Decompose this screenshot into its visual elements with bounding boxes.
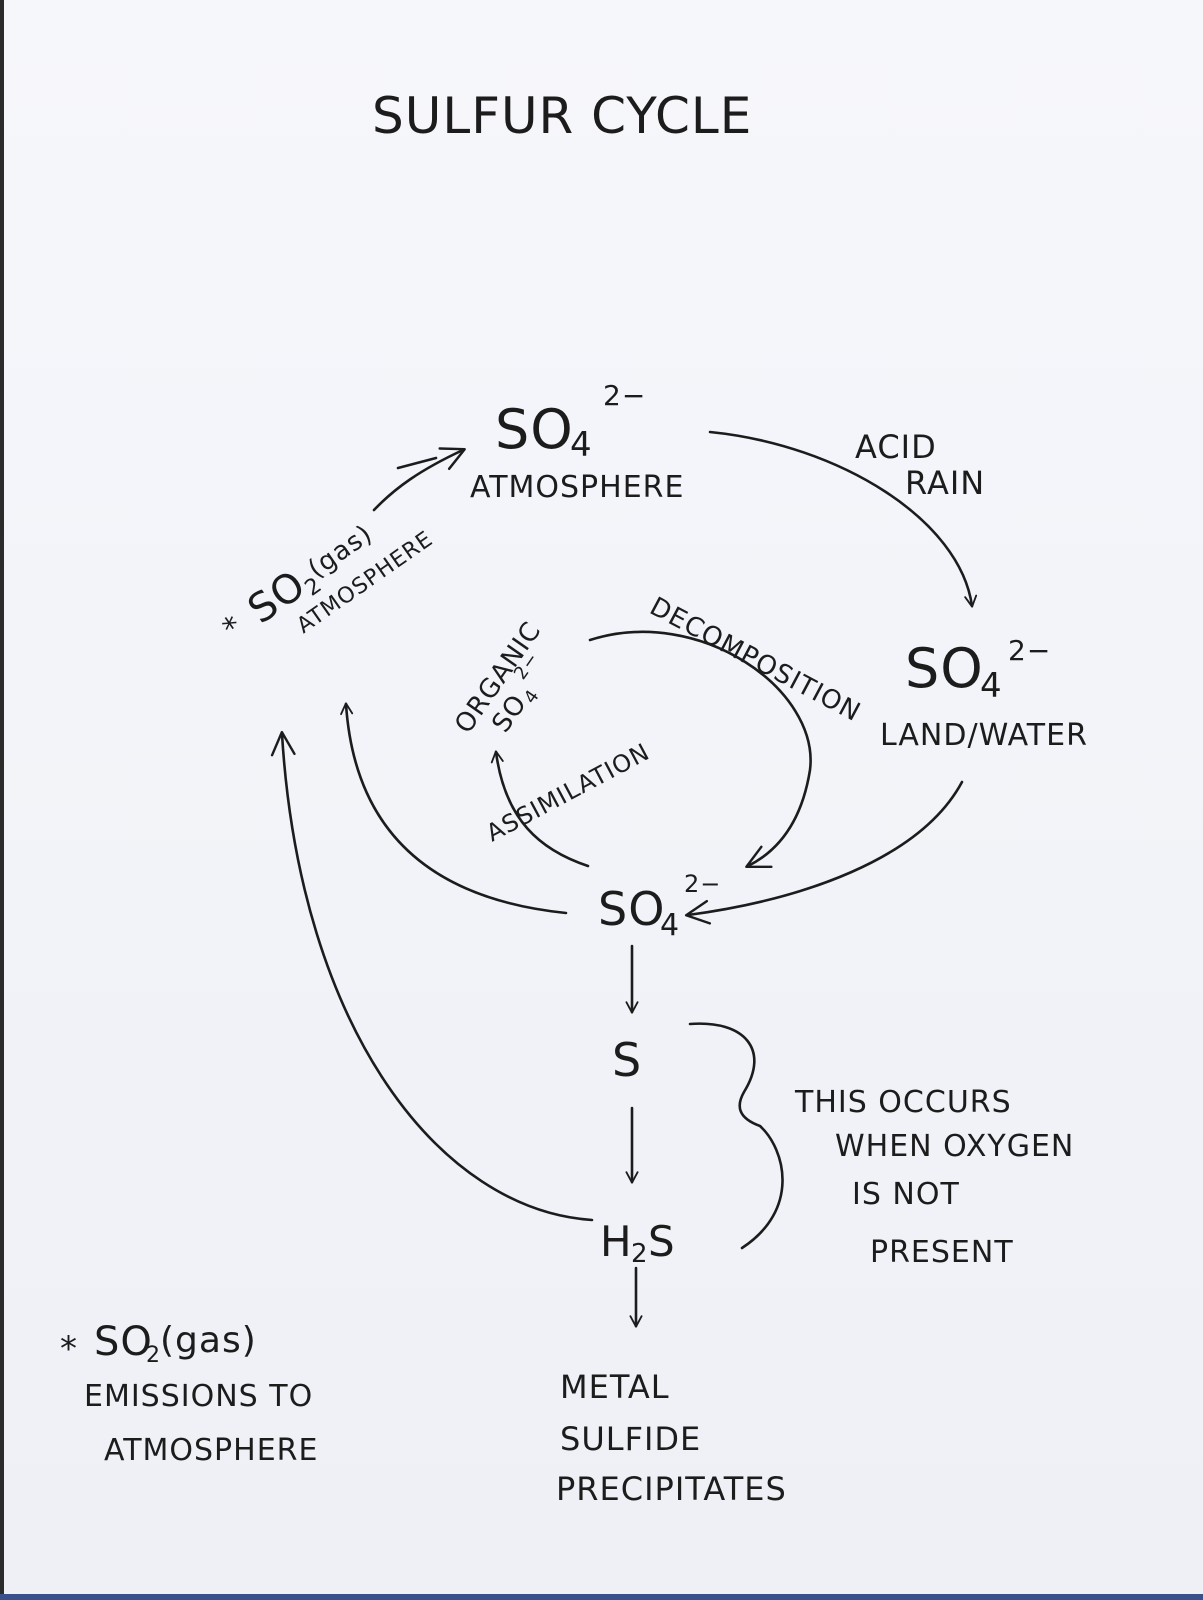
anoxic-annotation: THIS OCCURS WHEN OXYGEN IS NOT PRESENT — [794, 1085, 1074, 1270]
decomposition-label-group: DECOMPOSITION — [645, 592, 866, 728]
acid-rain-label-line1: ACID — [855, 428, 937, 466]
scan-edge-left — [0, 0, 4, 1600]
curly-brace — [688, 1022, 784, 1250]
footnote-subscript: 2 — [146, 1343, 161, 1368]
so4-land-subscript: 4 — [980, 666, 1003, 706]
footnote-star: * — [60, 1329, 78, 1369]
so4-land-formula: SO — [905, 637, 984, 700]
metal-sulfide-line3: PRECIPITATES — [556, 1470, 787, 1508]
node-so4-center: SO 4 2− — [598, 870, 721, 943]
so2-footnote: * SO 2 (gas) EMISSIONS TO ATMOSPHERE — [60, 1319, 318, 1468]
decomposition-label: DECOMPOSITION — [645, 592, 866, 728]
so4-land-charge: 2− — [1008, 634, 1051, 667]
footnote-suffix: (gas) — [160, 1320, 257, 1361]
node-so2-gas: * SO 2 (gas) ATMOSPHERE — [217, 519, 438, 647]
node-metal-sulfide: METAL SULFIDE PRECIPITATES — [556, 1368, 787, 1508]
annotation-line3: IS NOT — [852, 1177, 960, 1212]
arrow-h2s-to-so2 — [270, 730, 594, 1222]
node-so4-land-water: SO 4 2− LAND/WATER — [880, 634, 1088, 753]
so4-atm-formula: SO — [495, 398, 574, 461]
so4-atm-charge: 2− — [603, 379, 646, 412]
so4-center-charge: 2− — [684, 870, 721, 898]
acid-rain-label-line2: RAIN — [905, 464, 985, 502]
diagram-title: SULFUR CYCLE — [372, 87, 752, 145]
arrow-assimilation — [490, 750, 590, 868]
metal-sulfide-line1: METAL — [560, 1368, 670, 1406]
annotation-line4: PRESENT — [870, 1235, 1014, 1270]
h2s-subscript: 2 — [631, 1239, 649, 1269]
arrow-acid-rain — [708, 430, 978, 608]
node-s: S — [612, 1033, 642, 1087]
h2s-h: H — [600, 1217, 633, 1266]
assimilation-label: ASSIMILATION — [482, 738, 655, 848]
so2-star: * — [217, 609, 250, 647]
metal-sulfide-line2: SULFIDE — [560, 1420, 701, 1458]
node-organic-so4: ORGANIC SO 4 2− — [449, 616, 547, 739]
h2s-s: S — [648, 1217, 676, 1266]
scan-edge-bottom — [0, 1594, 1203, 1600]
so4-atm-label: ATMOSPHERE — [470, 470, 684, 505]
so4-center-formula: SO — [598, 882, 665, 936]
assimilation-label-group: ASSIMILATION — [482, 738, 655, 848]
so4-center-subscript: 4 — [660, 908, 680, 943]
node-so4-atmosphere: SO 4 2− ATMOSPHERE — [470, 379, 684, 505]
so4-atm-subscript: 4 — [570, 425, 593, 465]
arrow-center-to-so2 — [340, 702, 568, 915]
arrow-so2-to-so4-atmosphere — [372, 447, 466, 512]
arrow-decomposition — [588, 630, 812, 869]
footnote-formula: SO — [94, 1319, 153, 1365]
annotation-line1: THIS OCCURS — [794, 1085, 1012, 1120]
node-h2s: H 2 S — [600, 1217, 676, 1269]
arrow-so2-to-so4-atmosphere-stroke2 — [396, 456, 438, 470]
arrow-land-water-to-center — [684, 780, 964, 925]
so4-land-label: LAND/WATER — [880, 718, 1088, 753]
annotation-line2: WHEN OXYGEN — [835, 1129, 1074, 1164]
footnote-line2: EMISSIONS TO — [84, 1379, 313, 1414]
footnote-line3: ATMOSPHERE — [104, 1433, 318, 1468]
